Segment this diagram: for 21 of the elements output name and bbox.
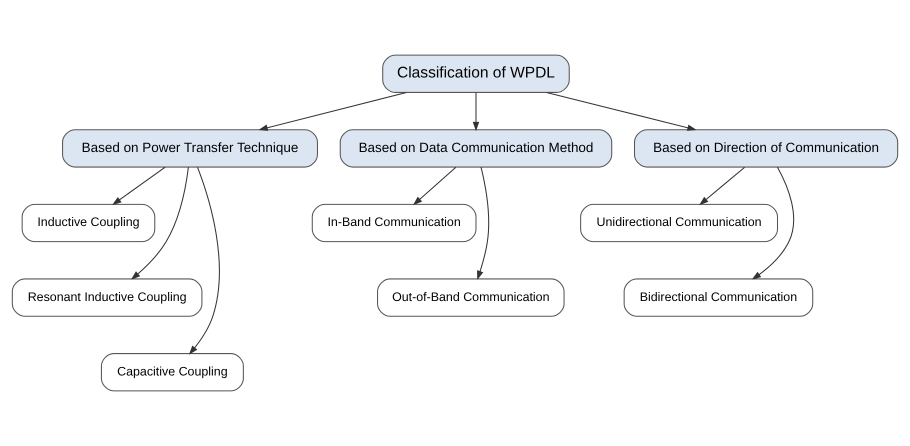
node-box: Bidirectional Communication [624,278,814,317]
node-box: Unidirectional Communication [580,204,778,242]
arrow [546,92,697,131]
arrow [699,166,745,206]
node-box: Out-of-Band Communication [377,278,565,317]
arrow [258,92,407,131]
node-box: Classification of WPDL [382,54,570,93]
node-box: Resonant Inductive Coupling [12,278,202,317]
arrow [112,166,166,206]
arrow [472,92,480,132]
node-box: Based on Power Transfer Technique [62,129,318,168]
arrow [188,167,220,355]
node-box: Inductive Coupling [22,204,156,242]
arrow [752,166,794,280]
node-box: Based on Direction of Communication [634,129,898,168]
arrow [412,166,456,206]
node-box: Capacitive Coupling [100,353,244,392]
arrow [477,167,490,280]
node-box: In-Band Communication [312,204,476,242]
node-box: Based on Data Communication Method [340,129,612,168]
arrow [130,167,189,280]
